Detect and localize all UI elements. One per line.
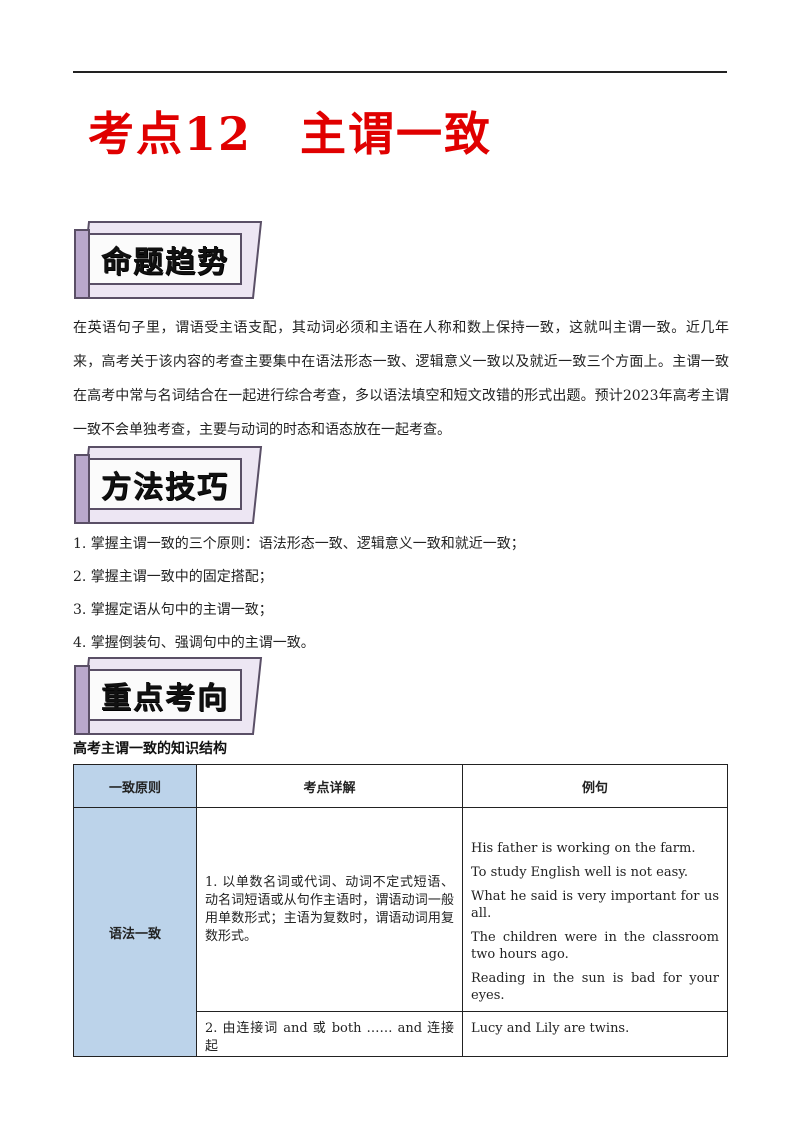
trend-paragraph: 在英语句子里，谓语受主语支配，其动词必须和主语在人称和数上保持一致，这就叫主谓一…: [73, 320, 729, 438]
top-divider: [73, 71, 727, 73]
table-title: 高考主谓一致的知识结构: [73, 741, 227, 757]
header-detail: 考点详解: [196, 764, 463, 808]
principle-cell: 语法一致: [73, 807, 197, 1057]
table-header-row: 一致原则 考点详解 例句: [73, 764, 728, 808]
detail-cell: 2. 由连接词 and 或 both …… and 连接起: [196, 1011, 463, 1057]
banner-focus: 重点考向: [74, 657, 264, 737]
method-list: 1. 掌握主谓一致的三个原则：语法形态一致、逻辑意义一致和就近一致； 2. 掌握…: [73, 528, 525, 660]
list-item: 2. 掌握主谓一致中的固定搭配；: [73, 569, 273, 585]
header-principle: 一致原则: [73, 764, 197, 808]
example-sentence: What he said is very important for us al…: [471, 889, 719, 921]
table-row: 2. 由连接词 and 或 both …… and 连接起 Lucy and L…: [74, 1011, 728, 1057]
detail-cell: 1. 以单数名词或代词、动词不定式短语、动名词短语或从句作主语时，谓语动词一般用…: [196, 807, 463, 1012]
header-example: 例句: [462, 764, 728, 808]
example-cell: Lucy and Lily are twins.: [462, 1011, 728, 1057]
page-title: 考点12 主谓一致: [88, 98, 492, 164]
example-sentence: Reading in the sun is bad for your eyes.: [471, 971, 719, 1003]
banner-method-label: 方法技巧: [101, 470, 229, 505]
example-cell: His father is working on the farm. To st…: [462, 807, 728, 1012]
title-topic-name: 主谓一致: [300, 107, 493, 161]
banner-method: 方法技巧: [74, 446, 264, 526]
banner-focus-label: 重点考向: [101, 681, 229, 716]
banner-trend-label: 命题趋势: [101, 245, 229, 280]
list-item: 3. 掌握定语从句中的主谓一致；: [73, 602, 273, 618]
banner-trend: 命题趋势: [74, 221, 264, 301]
table-row: 语法一致 1. 以单数名词或代词、动词不定式短语、动名词短语或从句作主语时，谓语…: [73, 807, 728, 1057]
example-sentence: The children were in the classroom two h…: [471, 930, 719, 962]
list-item: 4. 掌握倒装句、强调句中的主谓一致。: [73, 635, 315, 651]
list-item: 1. 掌握主谓一致的三个原则：语法形态一致、逻辑意义一致和就近一致；: [73, 536, 525, 552]
title-topic-number: 考点12: [88, 107, 253, 161]
example-sentence: To study English well is not easy.: [471, 865, 689, 880]
knowledge-table: 一致原则 考点详解 例句 语法一致 1. 以单数名词或代词、动词不定式短语、动名…: [73, 764, 728, 1057]
example-sentence: Lucy and Lily are twins.: [471, 1021, 630, 1036]
example-sentence: His father is working on the farm.: [471, 841, 696, 856]
